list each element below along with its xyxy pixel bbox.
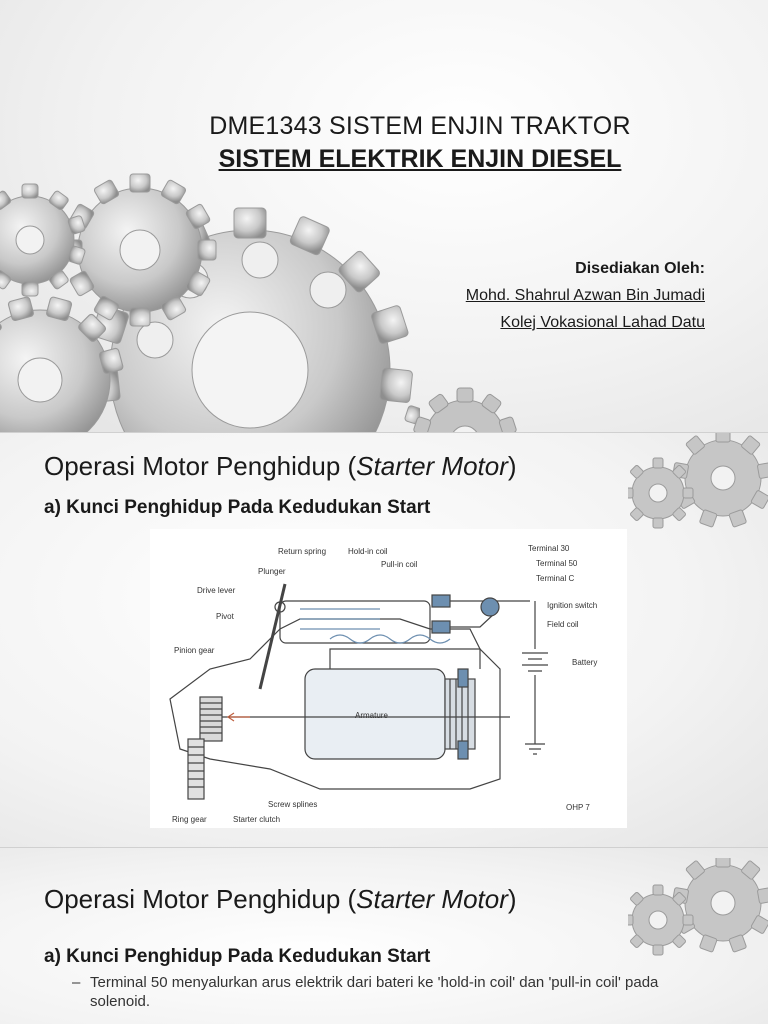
gears-corner-icon <box>628 858 768 956</box>
author-name: Mohd. Shahrul Azwan Bin Jumadi <box>465 287 705 304</box>
gear-small-icon <box>413 387 517 432</box>
label-drive-lever: Drive lever <box>197 586 236 595</box>
bullet-item: – Terminal 50 menyalurkan arus elektrik … <box>72 973 712 1011</box>
label-starter-clutch: Starter clutch <box>233 815 280 824</box>
prepared-by-label: Disediakan Oleh: <box>575 260 705 277</box>
gears-decoration-icon <box>0 173 420 432</box>
bullet-dash: – <box>72 974 81 991</box>
label-pivot: Pivot <box>216 612 235 621</box>
label-hold-in-coil: Hold-in coil <box>348 547 388 556</box>
starter-motor-diagram-slide: Operasi Motor Penghidup (Starter Motor) … <box>0 433 768 847</box>
institution-name: Kolej Vokasional Lahad Datu <box>500 314 705 331</box>
slide-heading: Operasi Motor Penghidup (Starter Motor) <box>44 884 517 914</box>
starter-motor-text-slide: Operasi Motor Penghidup (Starter Motor) … <box>0 848 768 1024</box>
label-return-spring: Return spring <box>278 547 326 556</box>
label-plunger: Plunger <box>258 567 286 576</box>
slide-subheading: a) Kunci Penghidup Pada Kedudukan Start <box>44 497 431 518</box>
slide-subtitle: SISTEM ELEKTRIK ENJIN DIESEL <box>218 145 622 173</box>
starter-motor-diagram: Return spring Hold-in coil Pull-in coil … <box>150 529 627 828</box>
slide-subheading: a) Kunci Penghidup Pada Kedudukan Start <box>44 946 431 967</box>
slide-divider <box>0 847 768 848</box>
label-terminal-30: Terminal 30 <box>528 544 570 553</box>
slide-divider <box>0 432 768 433</box>
slide-heading: Operasi Motor Penghidup (Starter Motor) <box>44 451 517 481</box>
label-screw-splines: Screw splines <box>268 800 317 809</box>
bullet-text: Terminal 50 menyalurkan arus elektrik da… <box>90 974 659 1010</box>
label-pinion-gear: Pinion gear <box>174 646 215 655</box>
label-ignition-switch: Ignition switch <box>547 601 597 610</box>
label-battery: Battery <box>572 658 597 667</box>
label-terminal-c: Terminal C <box>536 574 574 583</box>
title-slide: DME1343 SISTEM ENJIN TRAKTOR SISTEM ELEK… <box>0 0 768 432</box>
label-field-coil: Field coil <box>547 620 579 629</box>
label-ring-gear: Ring gear <box>172 815 207 824</box>
label-pull-in-coil: Pull-in coil <box>381 560 418 569</box>
label-ohp: OHP 7 <box>566 803 590 812</box>
label-armature: Armature <box>355 711 388 720</box>
course-title: DME1343 SISTEM ENJIN TRAKTOR <box>209 112 631 140</box>
gears-corner-icon <box>628 433 768 529</box>
label-terminal-50: Terminal 50 <box>536 559 578 568</box>
